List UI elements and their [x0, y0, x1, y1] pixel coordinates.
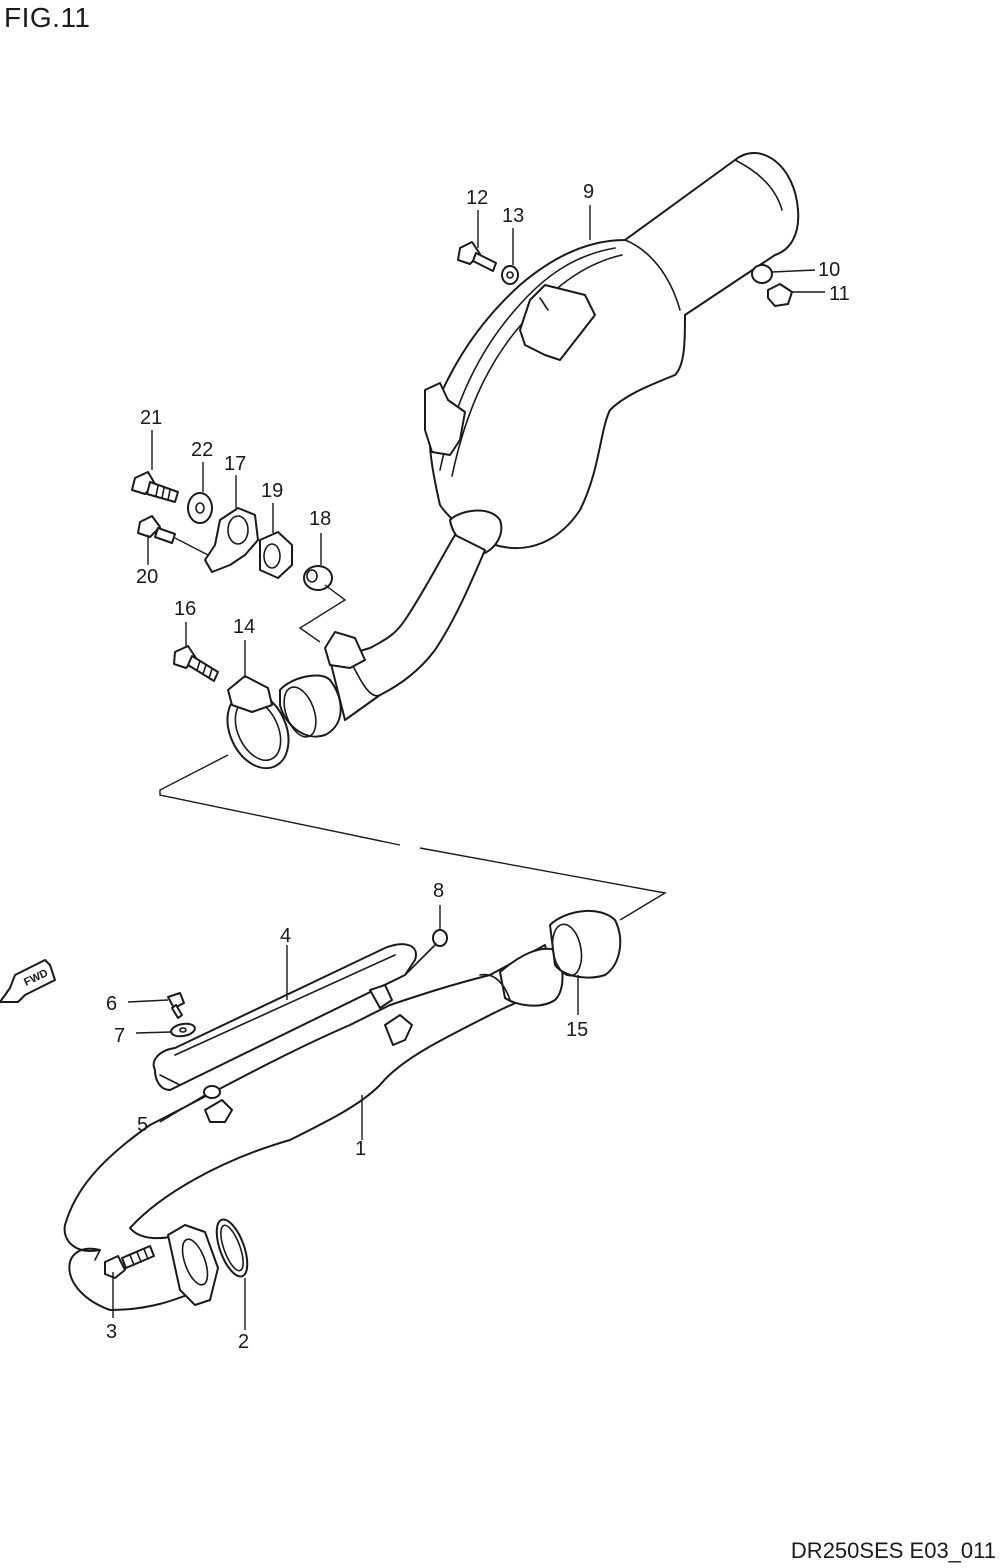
gasket-15 [549, 909, 622, 979]
callout-9: 9 [583, 181, 594, 203]
stud-bolt-3 [104, 1245, 155, 1279]
figure-title: FIG.11 [4, 2, 91, 33]
muffler [424, 152, 800, 556]
bracket-17 [204, 507, 259, 573]
callout-22: 22 [191, 439, 213, 461]
screw-8 [404, 929, 448, 976]
callout-15: 15 [566, 1019, 588, 1041]
callout-18: 18 [309, 508, 331, 530]
assembly-guide-line [159, 754, 667, 921]
washer-13 [501, 265, 519, 285]
exhaust-header-pipe [63, 944, 564, 1311]
callout-10: 10 [818, 259, 840, 281]
callout-labels: 1 2 3 4 5 6 7 8 9 10 11 12 13 14 15 16 1… [106, 181, 850, 1353]
bolt-6 [167, 992, 185, 1019]
bolt-20 [137, 515, 209, 556]
bolt-21 [131, 471, 179, 503]
connector-pipe [279, 534, 486, 738]
callout-3: 3 [106, 1321, 117, 1343]
callout-8: 8 [433, 880, 444, 902]
grommet-19 [259, 531, 293, 579]
shield-mount-bracket [369, 984, 413, 1046]
callout-2: 2 [238, 1331, 249, 1353]
nut-11 [767, 283, 793, 307]
callout-7: 7 [114, 1025, 125, 1047]
forward-arrow-icon: FWD [0, 959, 56, 1003]
washer-7 [170, 1022, 196, 1038]
callout-5: 5 [137, 1114, 148, 1136]
bolt-16 [173, 645, 219, 682]
callout-11: 11 [829, 283, 850, 305]
gasket-ring-2 [215, 1218, 249, 1278]
heat-shield-4 [152, 943, 417, 1091]
leader-lines [112, 205, 825, 1330]
collar-18 [298, 565, 347, 643]
washer-22 [187, 492, 213, 524]
callout-1: 1 [355, 1138, 366, 1160]
callout-16: 16 [174, 598, 196, 620]
callout-14: 14 [233, 616, 255, 638]
callout-6: 6 [106, 993, 117, 1015]
callout-13: 13 [502, 205, 524, 227]
callout-19: 19 [261, 480, 283, 502]
washer-5 [203, 1085, 233, 1123]
callout-20: 20 [136, 566, 158, 588]
callout-4: 4 [280, 925, 291, 947]
exhaust-flange [167, 1224, 219, 1306]
bolt-12 [457, 241, 497, 272]
clamp-14 [226, 675, 290, 770]
callout-17: 17 [224, 453, 246, 475]
document-code: DR250SES E03_011 [790, 1538, 996, 1563]
grommet-10 [751, 264, 773, 284]
callout-21: 21 [140, 407, 162, 429]
callout-12: 12 [466, 187, 488, 209]
